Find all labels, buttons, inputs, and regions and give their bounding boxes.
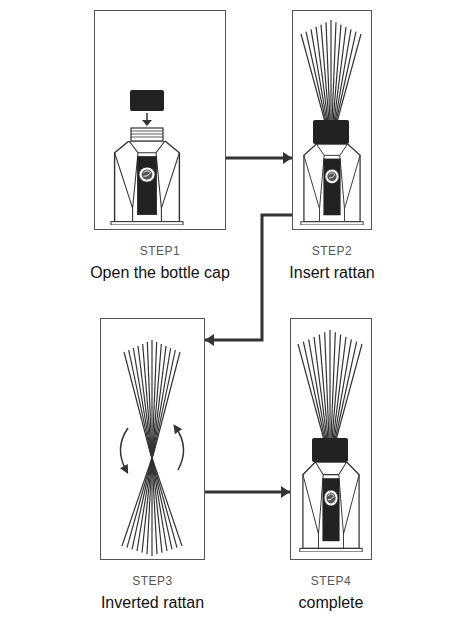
rattan-stick: [334, 27, 346, 122]
flow-arrow: [205, 486, 290, 498]
flow-arrow: [226, 152, 292, 164]
rattan-stick: [298, 344, 324, 440]
rattan-stick: [336, 344, 362, 440]
rattan-stick: [326, 22, 330, 122]
rattan-stick: [337, 34, 361, 122]
step-frame: STEP2Insert rattan: [292, 10, 372, 230]
rattan-stick: [154, 352, 180, 452]
rattan-stick: [334, 339, 351, 440]
rattan-stick: [153, 346, 166, 452]
step-caption: Insert rattan: [289, 264, 374, 282]
rattan-stick: [329, 330, 330, 440]
step3-illustration: [120, 340, 183, 556]
step-number: STEP3: [132, 574, 173, 588]
rattan-stick: [154, 350, 176, 452]
step-number: STEP2: [312, 244, 353, 258]
rattan-stick: [330, 20, 331, 122]
step-caption: Open the bottle cap: [90, 264, 230, 282]
step2-illustration: [301, 20, 363, 225]
arrow-line: [226, 157, 292, 160]
arrow-head: [205, 334, 214, 346]
step-caption: complete: [299, 594, 364, 612]
step-frame: STEP3Inverted rattan: [100, 318, 205, 560]
rattan-stick: [335, 29, 351, 122]
step1-illustration: [111, 90, 183, 225]
rattan-stick: [336, 32, 356, 122]
step-number: STEP4: [311, 574, 352, 588]
step-caption: Inverted rattan: [101, 594, 204, 612]
rattan-stick: [303, 342, 325, 440]
step-frame: STEP1Open the bottle cap: [94, 10, 226, 230]
rattan-stick: [325, 332, 329, 440]
step4-illustration: [298, 330, 362, 552]
arrow-line: [205, 491, 290, 494]
arrow-head: [283, 152, 292, 164]
rattan-stick: [147, 342, 151, 452]
step-number: STEP1: [140, 244, 181, 258]
arrow-head: [281, 486, 290, 498]
rattan-stick: [333, 337, 346, 440]
rattan-stick: [335, 342, 357, 440]
rattan-stick: [122, 452, 154, 546]
rattan-stick: [301, 34, 325, 122]
step-frame: STEP4complete: [290, 318, 372, 560]
